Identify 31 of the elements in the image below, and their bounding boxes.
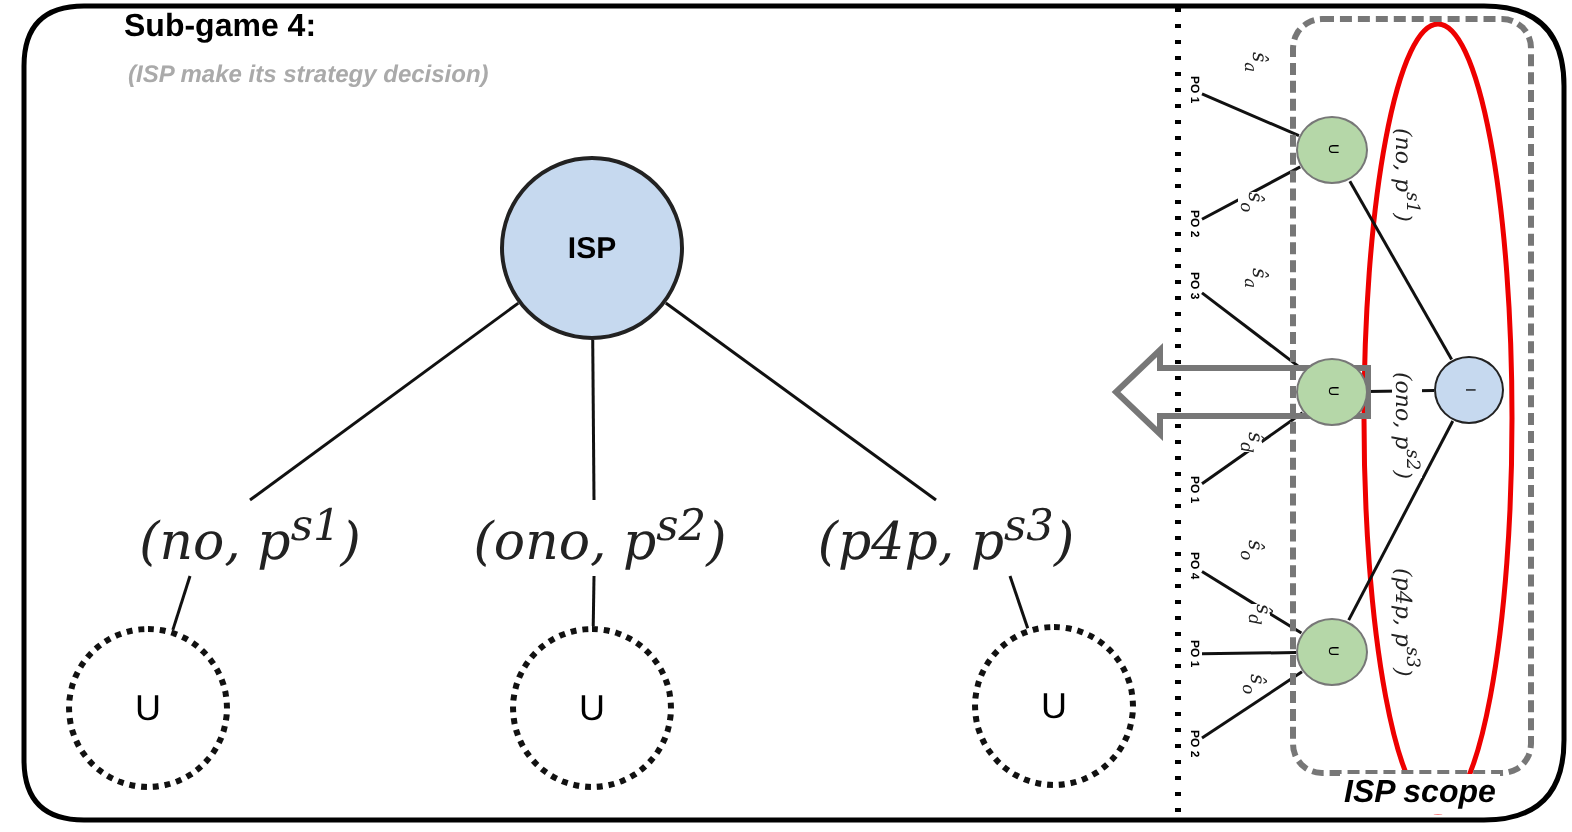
connector-line	[171, 575, 192, 631]
player-label: ISP	[567, 231, 617, 265]
connector-line	[1201, 570, 1303, 635]
connector-line	[1008, 575, 1030, 629]
connector-line	[1201, 651, 1297, 656]
connector-line	[1347, 420, 1455, 621]
connector-line	[591, 575, 596, 627]
strategy-label: (p4p, p$^{s3}$)	[817, 502, 1075, 574]
connector-line	[591, 340, 596, 500]
user-circle	[66, 626, 230, 790]
subtitle: (ISP make its strategy decision)	[128, 60, 489, 88]
connector-line	[1201, 92, 1300, 138]
connector-line	[1201, 165, 1301, 221]
player-circle	[1434, 356, 1504, 424]
user-circle	[1296, 116, 1368, 184]
player-label: U	[1041, 685, 1067, 727]
strategy-label: (no, p$^{s1}$)	[139, 502, 361, 574]
player-label: U	[579, 687, 605, 729]
connector-line	[1201, 411, 1304, 485]
user-circle	[1296, 358, 1368, 426]
connector-line	[1201, 670, 1303, 740]
strategy-label: (ono, p$^{s2}$)	[473, 502, 727, 574]
user-circle	[972, 624, 1136, 788]
title: Sub-game 4:	[124, 10, 317, 46]
connector-line	[664, 301, 937, 502]
player-label: U	[135, 687, 161, 729]
connector-line	[249, 301, 520, 502]
connector-line	[1348, 180, 1453, 361]
scope-label: ISP scope	[1340, 774, 1500, 814]
user-circle	[1296, 618, 1368, 686]
user-circle	[510, 626, 674, 790]
